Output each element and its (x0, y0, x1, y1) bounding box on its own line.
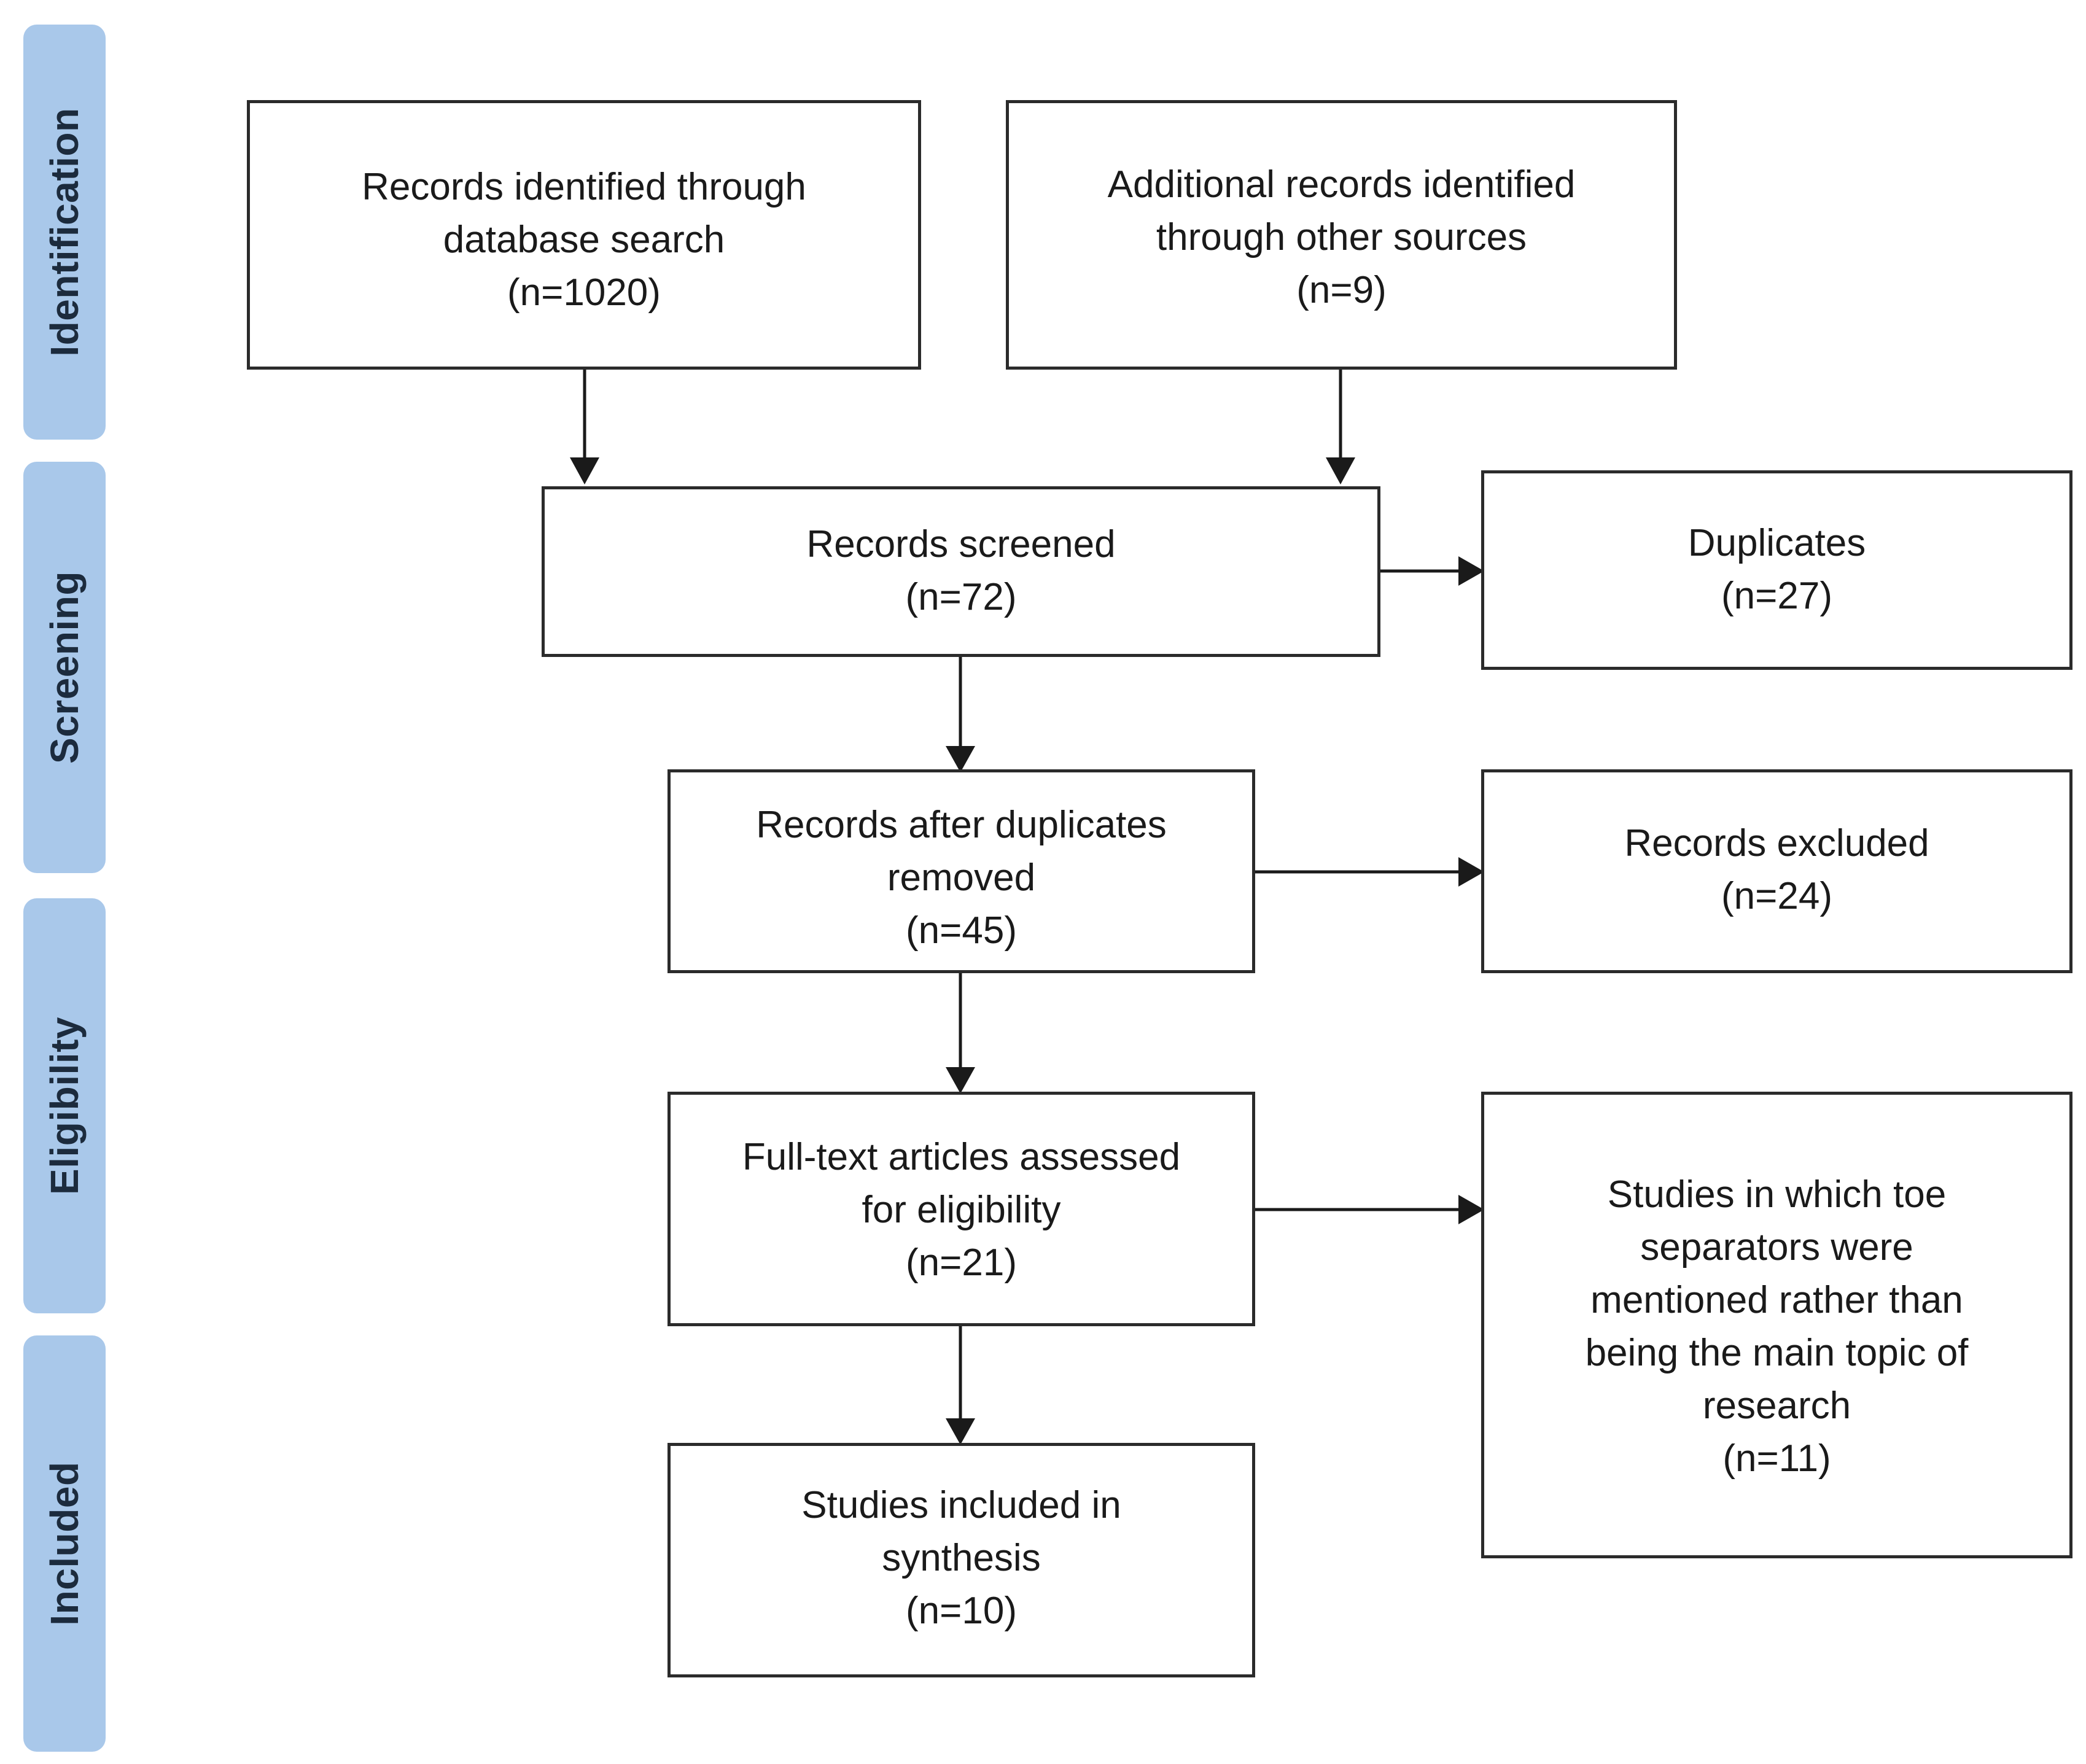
duplicates-count: (n=27) (1721, 575, 1832, 617)
phase-screening: Screening (23, 462, 106, 873)
arrowhead-after-duplicates (946, 746, 975, 772)
database-search-count: (n=1020) (507, 271, 661, 314)
included-synthesis-text: Studies included in synthesis (801, 1484, 1121, 1579)
box-screened: Records screened (n=72) (542, 486, 1380, 657)
studies-mentioned-text: Studies in which toe separators were men… (1585, 1173, 1969, 1427)
box-included-synthesis: Studies included in synthesis (n=10) (667, 1443, 1255, 1677)
full-text-text: Full-text articles assessed for eligibil… (742, 1136, 1181, 1231)
other-sources-count: (n=9) (1296, 269, 1387, 311)
arrowhead-included (946, 1418, 975, 1445)
after-duplicates-count: (n=45) (906, 909, 1017, 952)
arrowhead-other (1326, 457, 1355, 484)
full-text-count: (n=21) (906, 1241, 1017, 1284)
other-sources-text: Additional records identified through ot… (1107, 163, 1576, 258)
database-search-text: Records identified through database sear… (362, 166, 806, 261)
screened-text: Records screened (806, 523, 1116, 565)
box-after-duplicates: Records after duplicates removed (n=45) (667, 769, 1255, 973)
box-database-search: Records identified through database sear… (247, 100, 921, 370)
arrowhead-full-text (946, 1067, 975, 1094)
arrowhead-studies-mentioned (1458, 1195, 1484, 1224)
box-studies-mentioned: Studies in which toe separators were men… (1481, 1092, 2072, 1558)
box-excluded: Records excluded (n=24) (1481, 769, 2072, 973)
excluded-count: (n=24) (1721, 875, 1832, 917)
duplicates-text: Duplicates (1687, 522, 1866, 564)
arrowhead-database (570, 457, 599, 484)
box-full-text: Full-text articles assessed for eligibil… (667, 1092, 1255, 1326)
phase-eligibility: Eligibility (23, 898, 106, 1313)
after-duplicates-text: Records after duplicates removed (756, 804, 1167, 899)
screened-count: (n=72) (905, 576, 1017, 618)
arrowhead-excluded (1458, 857, 1484, 887)
excluded-text: Records excluded (1624, 822, 1929, 865)
box-duplicates: Duplicates (n=27) (1481, 470, 2072, 670)
phase-identification: Identification (23, 25, 106, 440)
studies-mentioned-count: (n=11) (1722, 1437, 1831, 1480)
arrowhead-duplicates (1458, 556, 1484, 586)
phase-included: Included (23, 1335, 106, 1752)
box-other-sources: Additional records identified through ot… (1006, 100, 1677, 370)
included-synthesis-count: (n=10) (906, 1590, 1017, 1632)
